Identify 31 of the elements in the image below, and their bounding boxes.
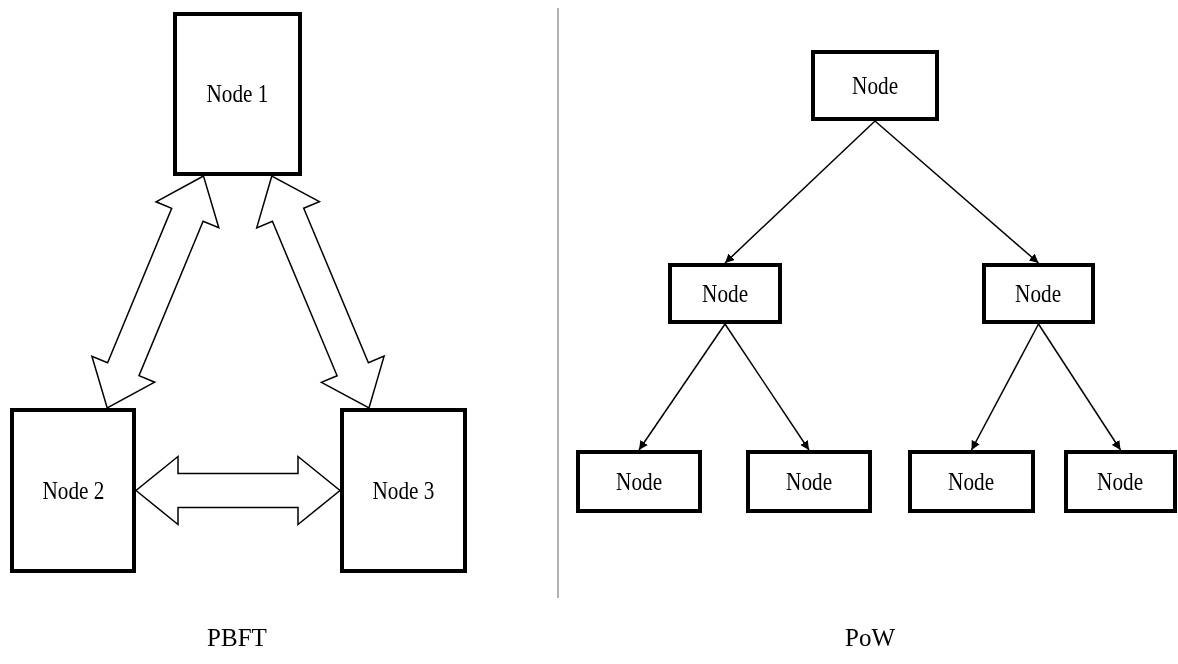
arrow: [1037, 323, 1122, 451]
node-label: Node 3: [372, 476, 435, 505]
arrow: [724, 120, 876, 264]
node-label: Node: [702, 279, 748, 308]
node-box: [576, 450, 702, 513]
arrow: [638, 323, 726, 451]
arrow: [724, 323, 810, 451]
node-label: Node: [1015, 279, 1062, 308]
node-label: Node: [1097, 467, 1144, 496]
node-box: [982, 263, 1095, 324]
node-box: [173, 12, 302, 176]
node-box: [746, 450, 872, 513]
node-box: [10, 408, 136, 573]
node-label: Node: [786, 467, 832, 496]
arrow: [874, 120, 1040, 264]
node-label: Node 1: [206, 80, 269, 108]
node-label: Node: [616, 467, 662, 496]
double-block-arrow: [134, 454, 342, 527]
node-box: [668, 263, 782, 324]
panel-caption: PBFT: [207, 624, 267, 652]
node-box: [1064, 450, 1177, 513]
node-box: [811, 50, 939, 121]
node-label: Node: [948, 467, 995, 496]
node-label: Node 2: [42, 476, 104, 505]
panel-caption: PoW: [845, 624, 895, 652]
double-block-arrow: [90, 174, 220, 410]
arrow: [970, 323, 1040, 451]
double-block-arrow: [255, 174, 386, 410]
node-box: [908, 450, 1035, 513]
node-label: Node: [852, 71, 898, 100]
node-box: [340, 408, 467, 573]
